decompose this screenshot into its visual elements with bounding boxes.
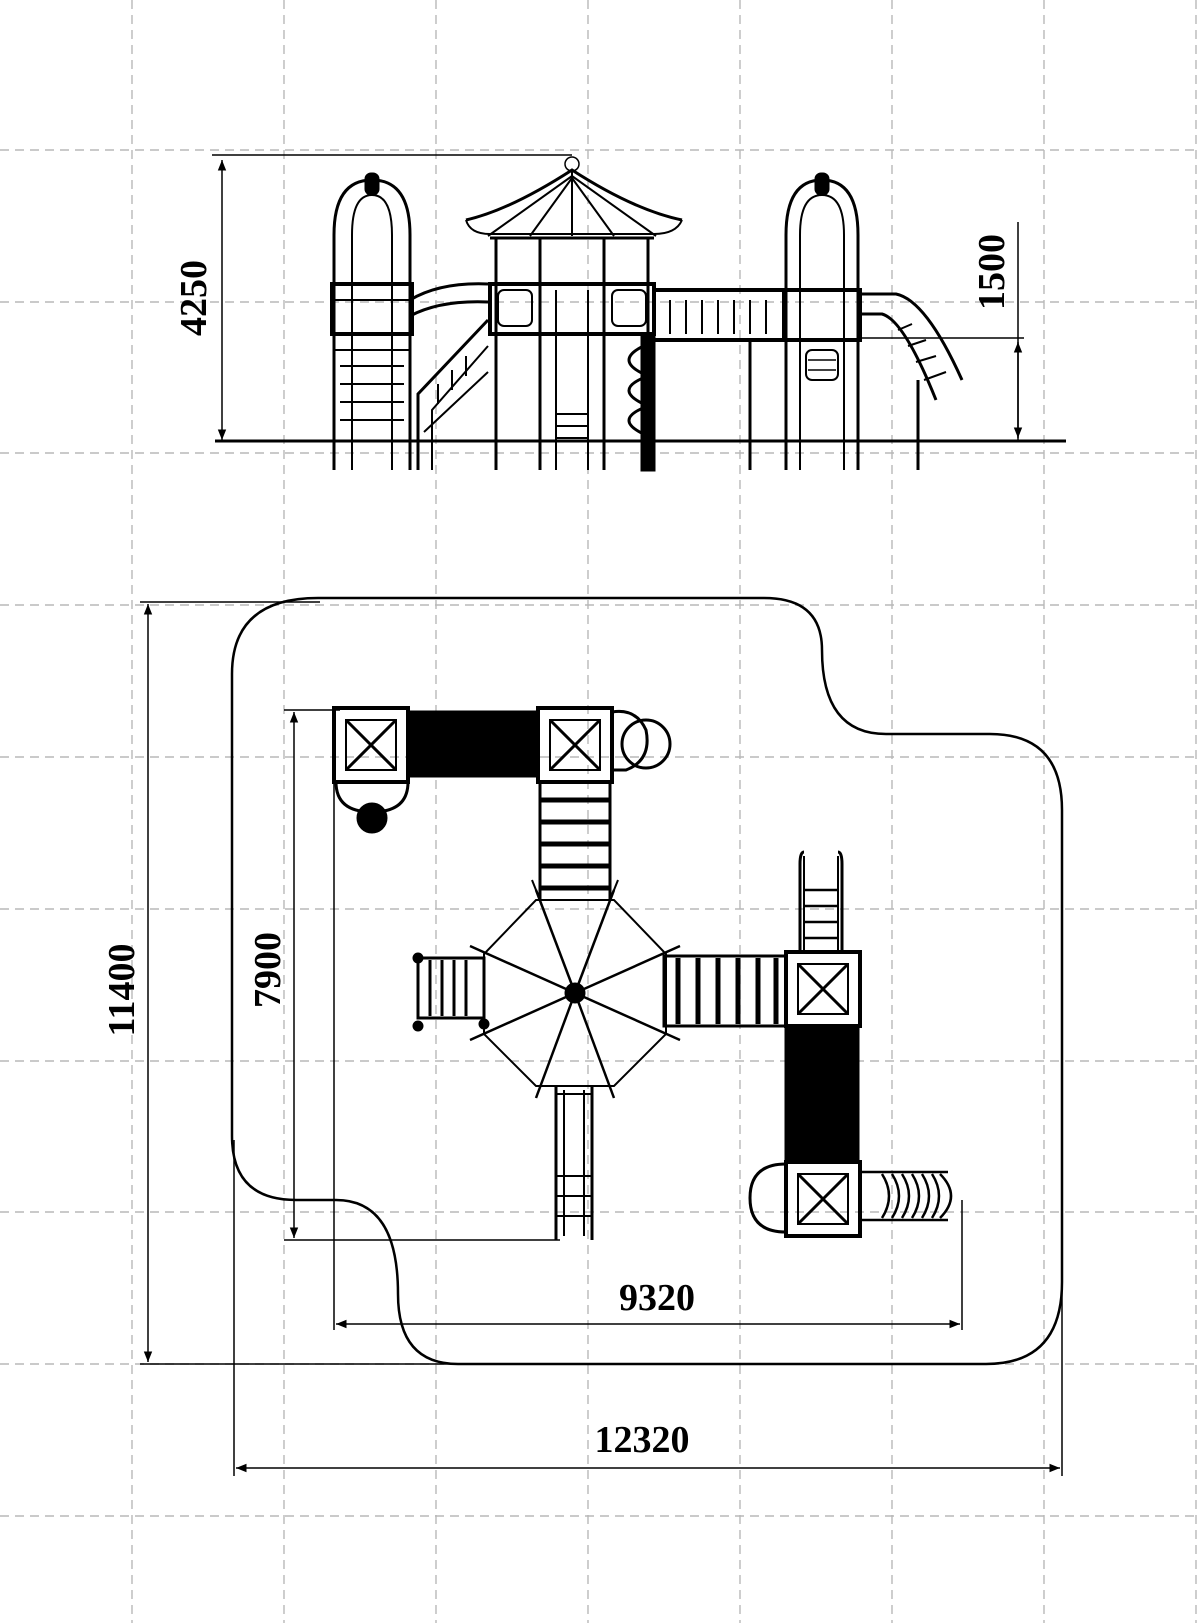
plan-bridge-top [406, 710, 540, 778]
safety-area-outline [230, 596, 1064, 1366]
plan-slide-bottom [554, 1086, 594, 1240]
label-height-total: 4250 [173, 260, 215, 336]
plan-bridge-right-vertical [784, 1024, 860, 1164]
label-plan-width-inner: 9320 [619, 1277, 695, 1319]
plan-view [140, 596, 1064, 1476]
plan-tower-bottom-right [748, 1160, 953, 1238]
plan-ladder-left [412, 952, 490, 1032]
dimension-height-total [212, 154, 572, 440]
plan-tower-top-middle [536, 706, 672, 784]
tube-slide [860, 292, 964, 470]
plan-ladder-right-top [798, 850, 844, 952]
bridge [654, 288, 784, 470]
plan-tower-right-middle [784, 950, 862, 1028]
dimension-plan-depth-inner [284, 709, 560, 1241]
plan-tower-top-left [332, 706, 410, 834]
plan-pagoda [469, 889, 681, 1099]
dimension-plan-width-outer [233, 1140, 1063, 1476]
right-tower [782, 172, 862, 470]
plan-bridge-right [662, 954, 788, 1028]
label-platform-height: 1500 [971, 234, 1013, 310]
dimension-plan-depth-outer [140, 601, 460, 1365]
label-plan-width-outer: 12320 [595, 1419, 690, 1461]
left-stair [409, 282, 490, 470]
label-plan-depth-inner: 7900 [247, 932, 289, 1008]
pagoda-center [465, 156, 683, 472]
plan-ladder-top [531, 782, 619, 901]
left-tower [330, 172, 414, 470]
elevation-view [212, 154, 1066, 472]
dimension-plan-width-inner [333, 770, 963, 1330]
label-plan-depth-outer: 11400 [101, 944, 143, 1037]
